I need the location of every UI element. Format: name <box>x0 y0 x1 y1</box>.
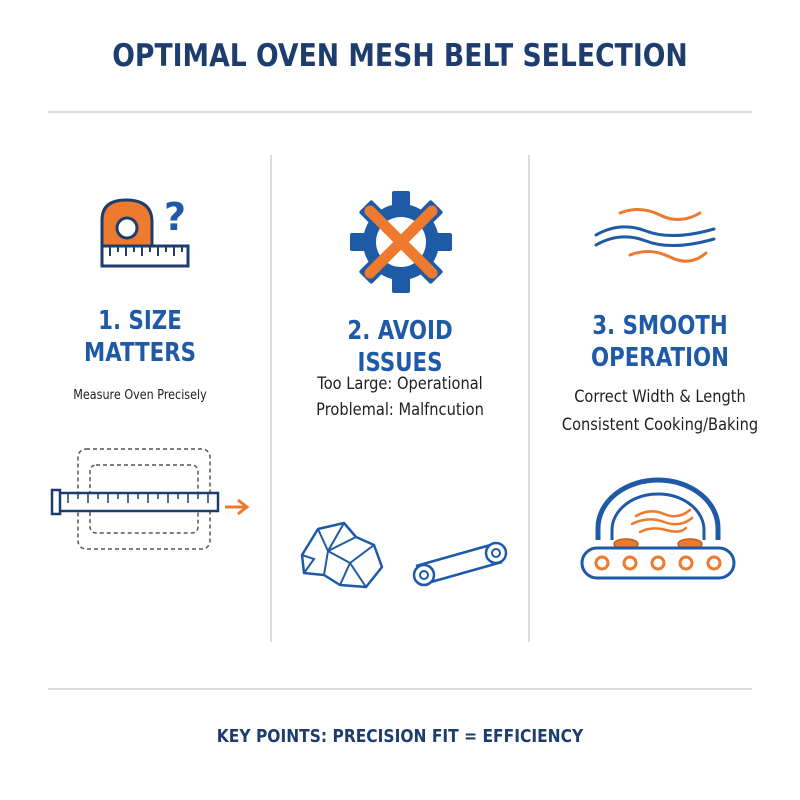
smooth-heading-line2: OPERATION <box>590 343 730 373</box>
column-divider-2 <box>528 155 530 642</box>
size-heading-line2: MATTERS <box>84 338 196 368</box>
oven-conveyor-icon <box>580 477 736 580</box>
tape-measure-question-icon: ? <box>100 195 190 268</box>
page-title: OPTIMAL OVEN MESH BELT SELECTION <box>112 38 688 74</box>
roller-belt-icon <box>412 541 508 587</box>
size-description: Measure Oven Precisely <box>73 388 207 403</box>
measure-oven-diagram-icon <box>50 448 250 550</box>
top-divider <box>48 111 752 113</box>
svg-text:?: ? <box>164 195 186 239</box>
column-divider-1 <box>270 155 272 642</box>
smooth-description-line2: Consistent Cooking/Baking <box>561 415 759 435</box>
issues-heading: 2. AVOID ISSUES <box>347 316 453 378</box>
crumpled-belt-icon <box>300 521 384 589</box>
bottom-divider <box>48 688 752 690</box>
size-heading-line1: 1. SIZE <box>98 306 182 336</box>
gear-crossed-icon <box>350 191 452 293</box>
issues-description-line1: Too Large: Operational <box>317 374 483 394</box>
smooth-description-line1: Correct Width & Length <box>574 387 746 407</box>
smooth-heading-line1: 3. SMOOTH <box>592 311 728 341</box>
heat-waves-icon <box>594 208 716 263</box>
key-points-footer: KEY POINTS: PRECISION FIT = EFFICIENCY <box>216 726 584 747</box>
issues-description-line2: Problemal: Malfncution <box>316 400 484 420</box>
